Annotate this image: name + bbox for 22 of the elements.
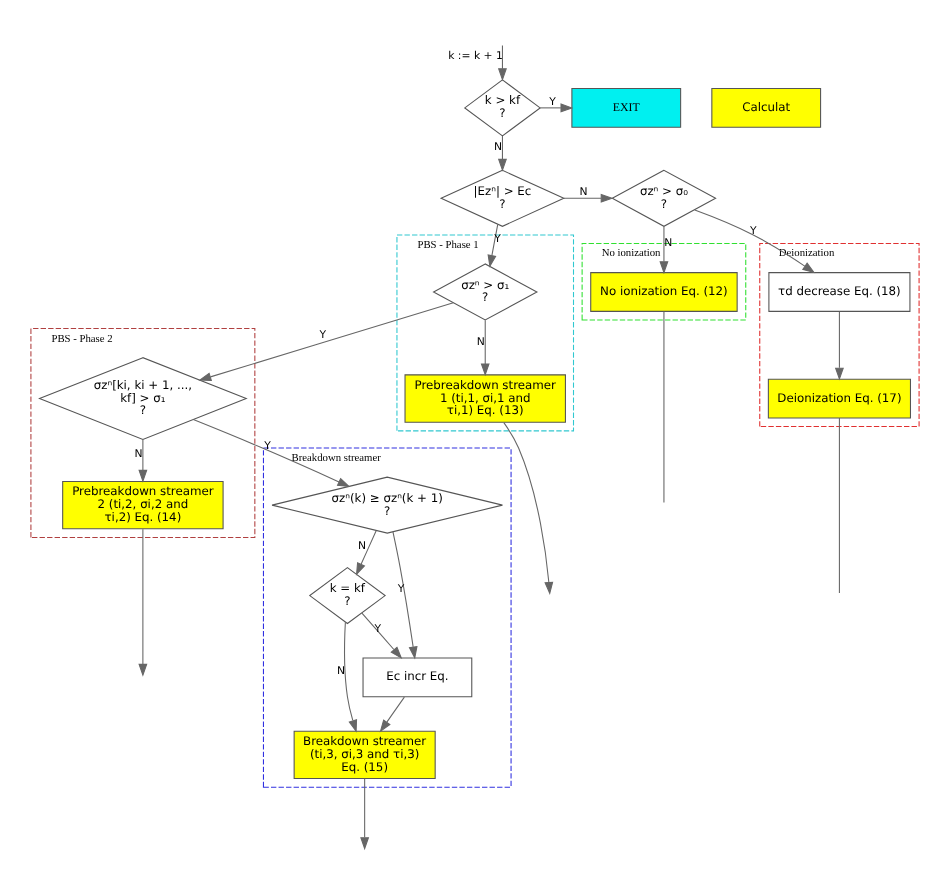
arrow xyxy=(378,696,404,733)
connector xyxy=(837,417,839,594)
arrow xyxy=(496,44,506,82)
arrow xyxy=(833,311,843,381)
arrow xyxy=(343,621,357,733)
arrow xyxy=(496,135,506,172)
arrow xyxy=(502,422,553,595)
arrow xyxy=(479,319,489,377)
arrow xyxy=(354,530,376,576)
arrow xyxy=(658,225,668,275)
arrow xyxy=(360,612,402,660)
connector xyxy=(662,310,664,503)
arrow xyxy=(562,193,613,203)
arrow xyxy=(391,531,417,660)
arrow xyxy=(191,419,350,488)
arrow xyxy=(197,302,453,382)
arrow xyxy=(137,439,147,483)
arrow xyxy=(486,223,498,268)
arrow xyxy=(137,528,147,677)
arrow xyxy=(359,778,369,851)
arrow xyxy=(538,103,573,113)
arrow xyxy=(693,209,815,274)
